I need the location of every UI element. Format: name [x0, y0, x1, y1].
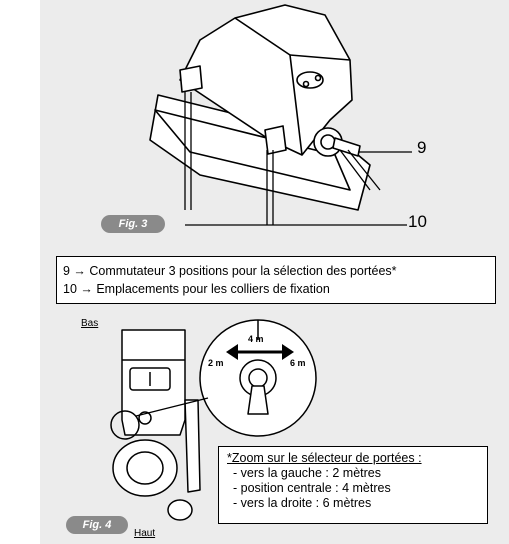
zoom-item-left: - vers la gauche : 2 mètres — [233, 466, 381, 480]
fig3-badge: Fig. 3 — [101, 215, 165, 233]
zoom-item-right: - vers la droite : 6 mètres — [233, 496, 372, 510]
figure-4-illustration: 4 m 2 m 6 m — [110, 319, 317, 521]
device-illustration — [149, 4, 412, 226]
label-bas: Bas — [81, 318, 99, 329]
callout-10: 10 — [408, 212, 427, 231]
figure-3: Fig. 3 9 10 — [40, 0, 509, 245]
legend-line-9: 9 → Commutateur 3 positions pour la séle… — [63, 264, 397, 278]
zoom-item-center: - position centrale : 4 mètres — [233, 481, 391, 495]
range-right-label: 6 m — [290, 358, 306, 368]
callout-9: 9 — [417, 138, 427, 157]
legend-box: 9 → Commutateur 3 positions pour la séle… — [56, 256, 496, 304]
label-haut: Haut — [134, 528, 156, 539]
zoom-box: *Zoom sur le sélecteur de portées : - ve… — [218, 446, 488, 524]
legend-line-10: 10 → Emplacements pour les colliers de f… — [63, 282, 330, 296]
zoom-title: *Zoom sur le sélecteur de portées : — [227, 451, 422, 465]
range-center-label: 4 m — [248, 334, 264, 344]
range-left-label: 2 m — [208, 358, 224, 368]
fig4-badge: Fig. 4 — [66, 516, 128, 534]
